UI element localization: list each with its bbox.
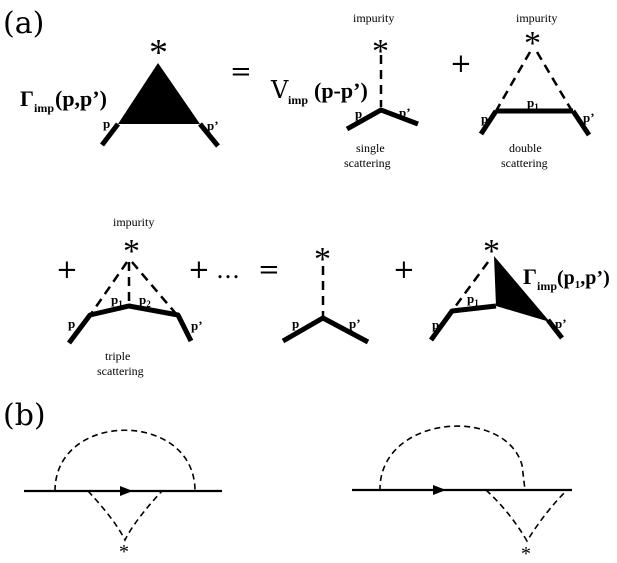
label-p1-base: p: [467, 291, 474, 306]
caption-line-2: scattering: [97, 364, 144, 378]
label-p-prime: p’: [349, 316, 361, 331]
caption-line-2: scattering: [344, 156, 391, 170]
dashed-arc: [54, 429, 196, 492]
ellipsis: …: [216, 256, 240, 284]
label-p-prime: p’: [399, 105, 411, 120]
self-energy-diagram-right: *: [352, 425, 572, 563]
impurity-star: *: [372, 33, 389, 70]
double-scattering-diagram: impurity * p1 p p’ double scattering: [478, 11, 595, 170]
self-energy-diagram-left: *: [24, 429, 222, 563]
label-p1: p1: [467, 291, 479, 308]
plus-sign-4: +: [393, 255, 415, 285]
label-p: p: [432, 317, 439, 332]
arrow-icon: [433, 485, 446, 495]
recursive-vertex-diagram: * p1 p p’ Γ imp (p1,p’): [428, 233, 610, 342]
electron-line: [345, 107, 419, 132]
electron-line: [281, 315, 370, 345]
impurity-star: *: [521, 543, 531, 563]
triple-scattering-diagram: impurity * p1 p2 p p’ triple scattering: [67, 215, 203, 378]
filled-triangle-vertex: [494, 256, 550, 322]
incoming-line-p: [100, 122, 120, 147]
label-p-prime: p’: [191, 318, 203, 333]
dashed-v-line: [485, 489, 568, 543]
left-dashed-line: [494, 51, 532, 112]
vertex-symbol: V: [270, 76, 289, 104]
label-p1-sub: 1: [474, 298, 479, 308]
gamma-rhs-symbol: Γ: [523, 264, 537, 289]
label-p1-base: p: [111, 292, 118, 307]
vertex-args: (p-p’): [314, 78, 368, 103]
impurity-label: impurity: [516, 11, 557, 25]
electron-line: [428, 303, 497, 342]
impurity-label: impurity: [353, 11, 394, 25]
label-p2-base: p: [139, 292, 146, 307]
gamma-rhs-open: (p: [557, 267, 575, 289]
label-p1-sub: 1: [534, 102, 539, 112]
panel-b-label: (b): [3, 398, 46, 433]
impurity-star: *: [314, 241, 331, 278]
label-p: p: [355, 106, 362, 121]
panel-a-label: (a): [3, 6, 44, 41]
gamma-lhs-label: Γ imp (p,p’): [20, 86, 107, 115]
dashed-line: [450, 261, 490, 312]
gamma-rhs-sub: imp: [537, 279, 557, 293]
right-dashed-line: [535, 51, 574, 112]
dashed-line-1: [89, 261, 129, 315]
caption-line-1: single: [356, 141, 385, 155]
impurity-star: *: [123, 233, 140, 270]
impurity-star: *: [119, 541, 129, 563]
dashed-v-line: [87, 490, 163, 542]
label-p-prime: p’: [583, 110, 595, 125]
label-p: p: [481, 111, 488, 126]
filled-triangle-vertex: [118, 63, 200, 124]
caption-line-1: triple: [105, 349, 130, 363]
gamma-lhs-symbol: Γ: [20, 86, 34, 111]
equals-sign-1: =: [230, 57, 252, 87]
vertex-sub: imp: [288, 93, 308, 107]
outgoing-line-p-prime: [198, 122, 220, 148]
equals-sign-2: =: [258, 255, 280, 285]
caption-line-1: double: [509, 141, 542, 155]
label-p1: p1: [111, 292, 123, 309]
outgoing-line-p-prime: [570, 109, 592, 137]
plus-sign-1: +: [450, 49, 472, 79]
caption-line-2: scattering: [501, 156, 548, 170]
bare-vertex-diagram: * p p’: [281, 241, 370, 345]
arrow-icon: [120, 486, 133, 496]
impurity-star: *: [149, 32, 168, 74]
gamma-lhs-args: (p,p’): [55, 86, 107, 111]
label-p1: p1: [527, 95, 539, 112]
label-p1-sub: 1: [118, 299, 123, 309]
dashed-line-3: [131, 261, 178, 316]
dashed-arc: [379, 425, 526, 492]
plus-sign-3: +: [188, 255, 210, 285]
outgoing-line-p-prime: [546, 318, 564, 340]
label-p: p: [103, 116, 110, 131]
label-p1-base: p: [527, 95, 534, 110]
electron-line: [67, 303, 194, 345]
label-p-prime: p’: [207, 118, 219, 133]
label-p: p: [292, 316, 299, 331]
gamma-rhs-label: Γ imp (p1,p’): [523, 264, 610, 293]
impurity-label: impurity: [113, 215, 154, 229]
label-p-prime: p’: [555, 316, 567, 331]
label-p2: p2: [139, 292, 151, 309]
vertex-label: V imp (p-p’): [270, 76, 368, 107]
gamma-rhs-close: ,p’): [580, 267, 609, 289]
gamma-rhs-args: (p1,p’): [557, 267, 610, 291]
single-scattering-diagram: impurity * p p’ single scattering: [344, 11, 419, 170]
plus-sign-2: +: [56, 255, 78, 285]
label-p2-sub: 2: [146, 299, 151, 309]
incoming-line-p: [478, 109, 499, 136]
full-vertex-diagram: * p p’: [100, 32, 220, 148]
label-p: p: [68, 316, 75, 331]
gamma-lhs-sub: imp: [34, 101, 54, 115]
gamma-rhs-argsub: 1: [575, 279, 581, 291]
